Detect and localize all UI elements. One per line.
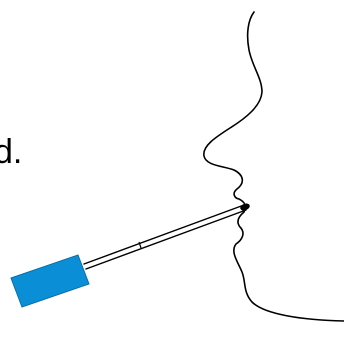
swab [11,202,251,307]
step-label: d. [0,133,22,171]
swab-handle [11,255,89,307]
face-profile-outline [204,12,344,321]
swab-shaft [84,205,246,269]
